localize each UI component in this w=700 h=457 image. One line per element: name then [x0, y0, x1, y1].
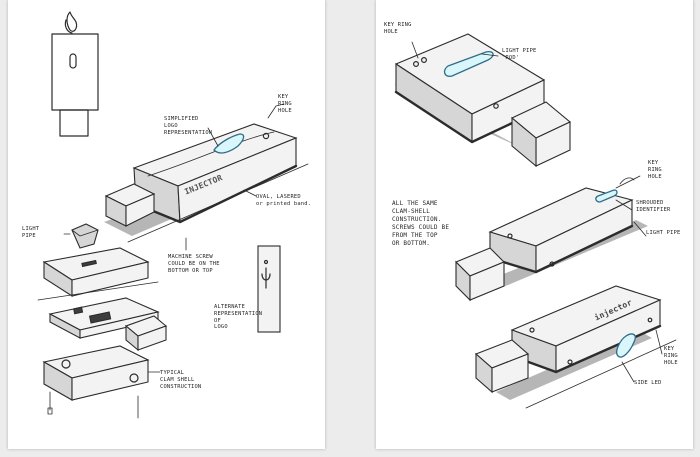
callout-side-led: SIDE LED: [634, 380, 662, 386]
callout-light-pipe-rod: LIGHT PIPE 'ROD': [502, 48, 537, 61]
callout-key-ring-hole-r3: KEY RING HOLE: [664, 346, 678, 366]
usb-device-3: [474, 285, 677, 409]
alternate-logo-panel: [257, 245, 281, 333]
usb-main-perspective: [104, 123, 309, 243]
left-sheet-drawings: [37, 11, 309, 419]
callout-simplified-logo: SIMPLIFIED LOGO REPRESENTATION: [164, 116, 213, 136]
callout-oval-lasered: OVAL, LASERED or printed band.: [256, 194, 312, 207]
callout-light-pipe-r: LIGHT PIPE: [646, 230, 681, 236]
callout-clam-shell-note: ALL THE SAME CLAM-SHELL CONSTRUCTION. SC…: [392, 200, 450, 247]
callout-key-ring-hole-r2: KEY RING HOLE: [648, 160, 662, 180]
usb-device-2: [455, 177, 648, 302]
callout-typical-clam-shell: TYPICAL CLAM SHELL CONSTRUCTION: [160, 370, 202, 390]
sketch-sheet-left: KEY RING HOLE SIMPLIFIED LOGO REPRESENTA…: [8, 0, 325, 449]
usb-front-view: [51, 11, 99, 137]
callout-key-ring-hole-r1: KEY RING HOLE: [384, 22, 412, 35]
callout-light-pipe: LIGHT PIPE: [22, 226, 40, 239]
sketch-sheet-right: KEY RING HOLE LIGHT PIPE 'ROD' KEY RING …: [376, 0, 693, 449]
usb-device-1: [394, 33, 572, 168]
callout-machine-screw: MACHINE SCREW COULD BE ON THE BOTTOM OR …: [168, 254, 220, 274]
right-sheet-drawings: [394, 33, 677, 409]
callout-alternate-logo: ALTERNATE REPRESENTATION OF LOGO: [214, 304, 263, 331]
light-pipe-part: [71, 223, 99, 249]
callout-shrouded-identifier: SHROUDED IDENTIFIER: [636, 200, 671, 213]
exploded-clam-shell: [37, 247, 168, 419]
callout-key-ring-hole: KEY RING HOLE: [278, 94, 292, 114]
